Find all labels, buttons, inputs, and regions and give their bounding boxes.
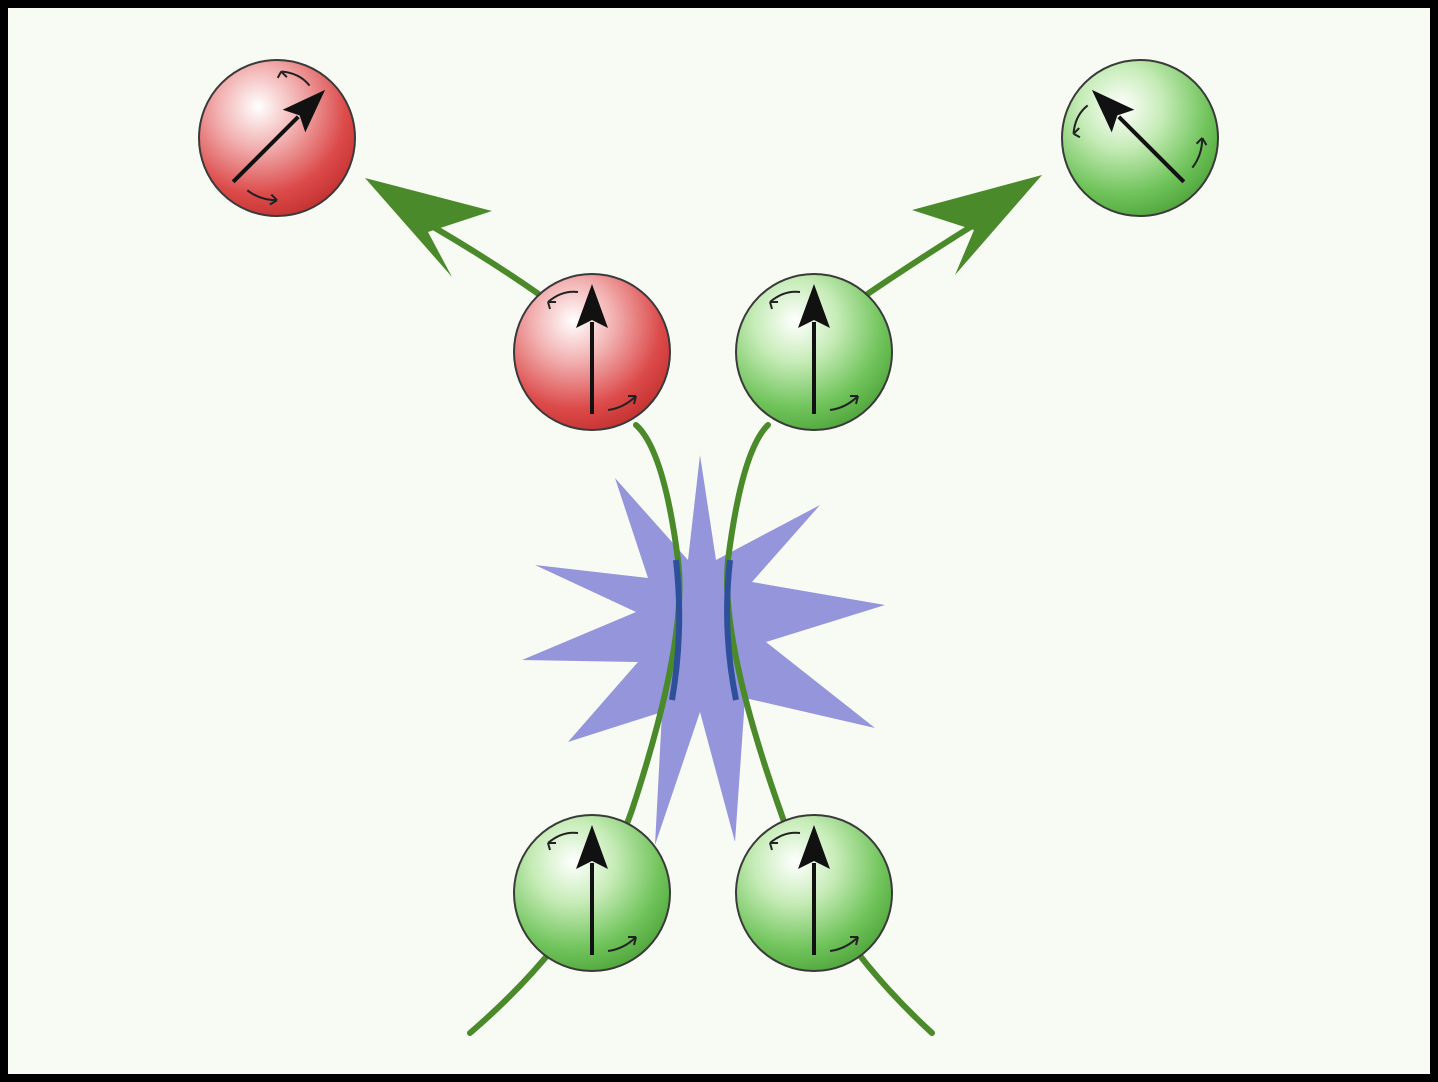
diagram-canvas bbox=[8, 8, 1430, 1074]
trajectory-arrowhead-icon bbox=[912, 175, 1042, 275]
particle-incoming-right bbox=[736, 815, 892, 971]
interaction-burst-icon bbox=[522, 455, 885, 845]
particle-collision-diagram bbox=[8, 8, 1430, 1074]
particle-scattered-left bbox=[199, 59, 356, 216]
trajectory-arrowhead-icon bbox=[365, 178, 492, 277]
particle-outgoing-left bbox=[514, 274, 670, 430]
particle-scattered-right bbox=[1061, 59, 1218, 216]
particle-outgoing-right bbox=[736, 274, 892, 430]
particle-incoming-left bbox=[514, 815, 670, 971]
trajectory-out-left bbox=[430, 225, 540, 295]
